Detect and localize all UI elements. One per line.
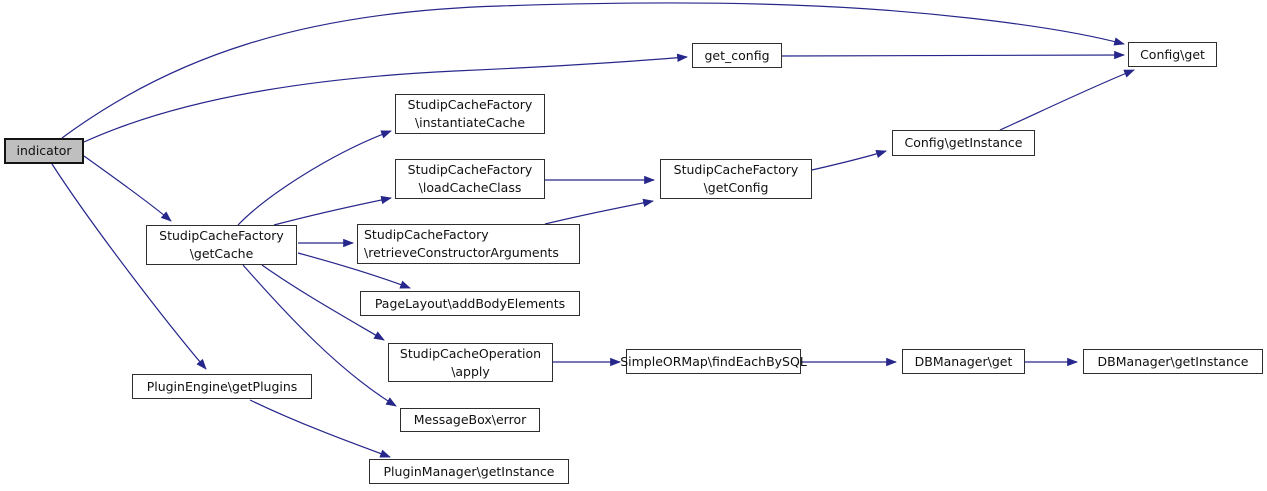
node-label: DBManager\get	[914, 353, 1013, 369]
node-db-manager-get-instance[interactable]: DBManager\getInstance	[1083, 349, 1263, 374]
node-indicator[interactable]: indicator	[4, 138, 84, 164]
edge-get-cache-cache-operation-apply	[261, 264, 385, 341]
node-label: \getConfig	[703, 180, 769, 195]
edge-get-cache-instantiate-cache	[237, 130, 392, 226]
node-label: Config\get	[1140, 46, 1205, 62]
node-label: DBManager\getInstance	[1097, 353, 1249, 369]
node-label: \getCache	[189, 246, 254, 261]
edge-config-get-instance-config-get	[999, 69, 1135, 131]
node-plugin-manager-get-instance[interactable]: PluginManager\getInstance	[369, 459, 569, 484]
node-label: \instantiateCache	[414, 115, 526, 130]
node-message-box-error[interactable]: MessageBox\error	[400, 408, 540, 432]
edge-indicator-get-config-fn	[83, 53, 688, 143]
node-label: PluginEngine\getPlugins	[146, 378, 298, 394]
node-label: \apply	[451, 363, 490, 379]
edge-factory-get-config-config-get-instance	[811, 149, 887, 171]
node-label: MessageBox\error	[413, 412, 527, 427]
node-label: PluginManager\getInstance	[383, 463, 555, 479]
edge-get-config-fn-config-get	[781, 50, 1125, 60]
node-label: StudipCacheFactory	[673, 162, 799, 177]
node-cache-operation-apply[interactable]: StudipCacheOperation \apply	[388, 343, 553, 382]
node-retrieve-constructor-arguments[interactable]: StudipCacheFactory \retrieveConstructorAr…	[357, 224, 580, 264]
node-label: \retrieveConstructorArguments	[364, 245, 559, 260]
node-get-cache[interactable]: StudipCacheFactory \getCache	[146, 225, 297, 265]
node-label: StudipCacheFactory	[407, 97, 533, 112]
node-factory-get-config[interactable]: StudipCacheFactory \getConfig	[660, 159, 812, 199]
edge-retrieve-constructor-arguments-factory-get-config	[544, 198, 654, 225]
edge-indicator-get-cache	[83, 155, 172, 222]
node-label: indicator	[16, 143, 72, 158]
node-label: SimpleORMap\findEachBySQL	[620, 353, 807, 369]
node-add-body-elements[interactable]: PageLayout\addBodyElements	[360, 291, 580, 316]
node-label: Config\getInstance	[904, 135, 1023, 150]
node-label: PageLayout\addBodyElements	[374, 295, 566, 311]
node-plugin-engine-get-plugins[interactable]: PluginEngine\getPlugins	[132, 374, 312, 399]
node-load-cache-class[interactable]: StudipCacheFactory \loadCacheClass	[395, 159, 545, 199]
edge-indicator-config-get	[61, 2, 1125, 139]
node-label: StudipCacheOperation	[399, 345, 542, 361]
node-label: StudipCacheFactory	[364, 227, 489, 242]
node-label: StudipCacheFactory	[159, 228, 284, 243]
node-label: get_config	[704, 47, 770, 63]
node-label: \loadCacheClass	[418, 180, 522, 195]
node-config-get-instance[interactable]: Config\getInstance	[892, 130, 1035, 156]
node-instantiate-cache[interactable]: StudipCacheFactory \instantiateCache	[395, 94, 545, 134]
edge-get-cache-load-cache-class	[273, 195, 392, 226]
node-db-manager-get[interactable]: DBManager\get	[902, 349, 1025, 374]
node-config-get[interactable]: Config\get	[1128, 42, 1217, 67]
edge-get-cache-add-body-elements	[297, 252, 411, 289]
edge-get-cache-message-box-error	[242, 264, 397, 407]
node-find-each-by-sql[interactable]: SimpleORMap\findEachBySQL	[620, 349, 807, 374]
node-label: StudipCacheFactory	[407, 162, 533, 177]
node-get-config-fn[interactable]: get_config	[692, 43, 782, 68]
edge-plugin-engine-get-plugins-plugin-manager-get-instance	[249, 399, 391, 458]
edge-indicator-plugin-engine-get-plugins	[51, 163, 207, 370]
